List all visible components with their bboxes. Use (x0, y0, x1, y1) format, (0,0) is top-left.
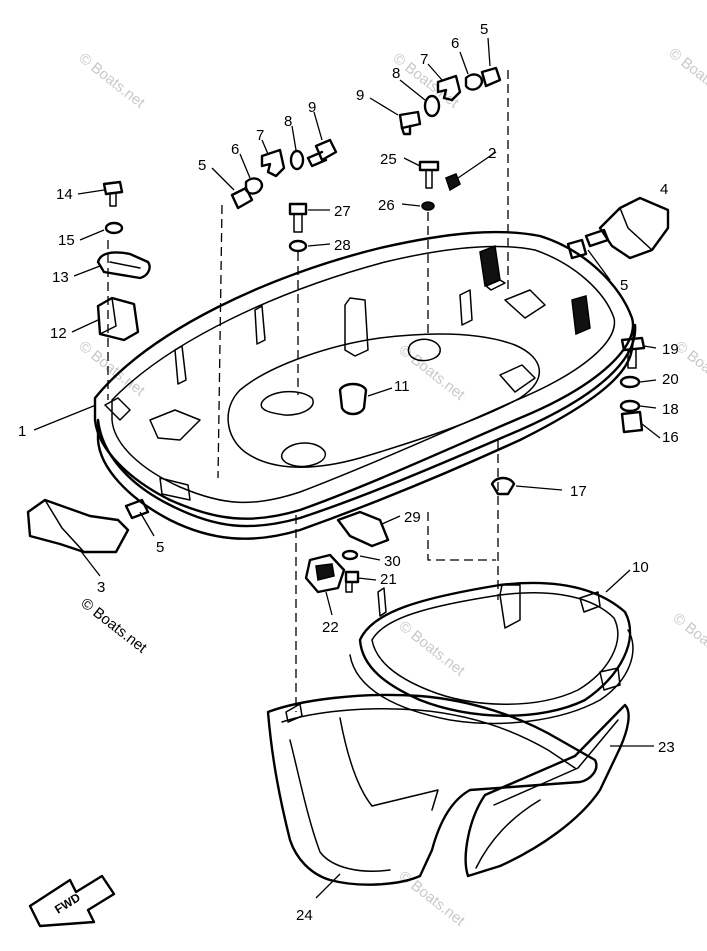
collar-part-5-lower (124, 498, 150, 520)
callout-11: 11 (394, 378, 410, 395)
callout-15: 15 (58, 232, 75, 249)
grommet-part-6-right (464, 73, 484, 91)
watermark-group: © Boats.net © Boats.net © Boats.net © Bo… (76, 45, 707, 930)
grommet-part-17 (490, 476, 516, 496)
callout-labels: 1 2 3 4 5 5 5 5 6 6 7 7 8 8 9 9 10 11 12… (18, 21, 679, 924)
grommet-part-22 (304, 553, 346, 594)
callout-5: 5 (620, 277, 628, 294)
callout-28: 28 (334, 237, 351, 254)
callout-29: 29 (404, 509, 421, 526)
washer-part-26 (421, 201, 435, 211)
callout-9: 9 (356, 87, 364, 104)
washer-part-28 (288, 239, 308, 253)
callout-8: 8 (284, 113, 292, 130)
callout-5: 5 (198, 157, 206, 174)
callout-7: 7 (420, 51, 428, 68)
lower-cowling-part-24 (266, 693, 598, 886)
alignment-lines (107, 70, 509, 712)
callout-10: 10 (632, 559, 649, 576)
collar-part-5-side (566, 238, 588, 260)
callout-18: 18 (662, 401, 679, 418)
callout-9: 9 (308, 99, 316, 116)
callout-30: 30 (384, 553, 401, 570)
callout-19: 19 (662, 341, 679, 358)
washer-part-20 (619, 375, 641, 389)
watermark: © Boats.net (396, 618, 469, 680)
callout-26: 26 (378, 197, 395, 214)
bolt-part-27 (288, 202, 308, 233)
grommet-part-11 (338, 382, 368, 416)
washer-part-18 (619, 399, 641, 413)
bolt-part-9-right (398, 110, 422, 136)
bottom-cowling-pan (93, 230, 637, 540)
leader-lines (33, 37, 661, 899)
watermark: © Boats.net (670, 610, 707, 672)
fwd-label: FWD (52, 890, 83, 917)
callout-1: 1 (18, 423, 26, 440)
bracket-part-29 (336, 510, 390, 548)
lower-hardware (304, 510, 390, 594)
bolt-part-19 (620, 336, 646, 369)
callout-12: 12 (50, 325, 67, 342)
washer-part-8-left (289, 149, 305, 171)
washer-part-8-right (423, 94, 441, 118)
callout-4: 4 (660, 181, 668, 198)
callout-5: 5 (480, 21, 488, 38)
bracket-part-7-right (436, 74, 462, 102)
callout-24: 24 (296, 907, 313, 924)
washer-part-15 (104, 221, 124, 235)
lever-part-3 (26, 498, 130, 554)
callout-13: 13 (52, 269, 69, 286)
bracket-part-7-left (260, 148, 286, 178)
callout-8: 8 (392, 65, 400, 82)
callout-17: 17 (570, 483, 587, 500)
bolt-part-9-left (306, 138, 338, 168)
callout-27: 27 (334, 203, 351, 220)
watermark: © Boats.net (666, 45, 707, 107)
nut-part-2 (445, 173, 461, 192)
callout-7: 7 (256, 127, 264, 144)
callout-16: 16 (662, 429, 679, 446)
washer-part-30 (341, 549, 359, 561)
watermark: © Boats.net (76, 338, 149, 400)
bolt-part-21 (344, 570, 360, 593)
damper-part-12 (96, 296, 140, 342)
collar-part-5-left (230, 186, 254, 210)
screw-part-14 (102, 180, 124, 207)
watermark: © Boats.net (396, 868, 469, 930)
plate-part-13 (96, 251, 151, 280)
upper-hardware (230, 66, 502, 253)
watermark: © Boats.net (76, 50, 149, 112)
callout-25: 25 (380, 151, 397, 168)
forward-arrow: FWD (28, 874, 116, 928)
lever-part-4 (598, 196, 670, 260)
callout-14: 14 (56, 186, 73, 203)
callout-22: 22 (322, 619, 339, 636)
callout-5: 5 (156, 539, 164, 556)
watermark: © Boats.net (78, 595, 151, 657)
collar-part-16 (620, 410, 644, 434)
callout-21: 21 (380, 571, 397, 588)
callout-6: 6 (451, 35, 459, 52)
collar-part-5-right (480, 66, 502, 88)
lever-part-3-assembly (26, 498, 150, 554)
callout-2: 2 (488, 145, 496, 162)
callout-3: 3 (97, 579, 105, 596)
right-hardware (566, 196, 670, 434)
callout-6: 6 (231, 141, 239, 158)
callout-20: 20 (662, 371, 679, 388)
left-hardware (96, 180, 151, 342)
side-panel-part-23 (464, 703, 630, 878)
seal-frame-part-10 (349, 581, 634, 725)
bolt-part-25 (418, 160, 440, 189)
callout-23: 23 (658, 739, 675, 756)
